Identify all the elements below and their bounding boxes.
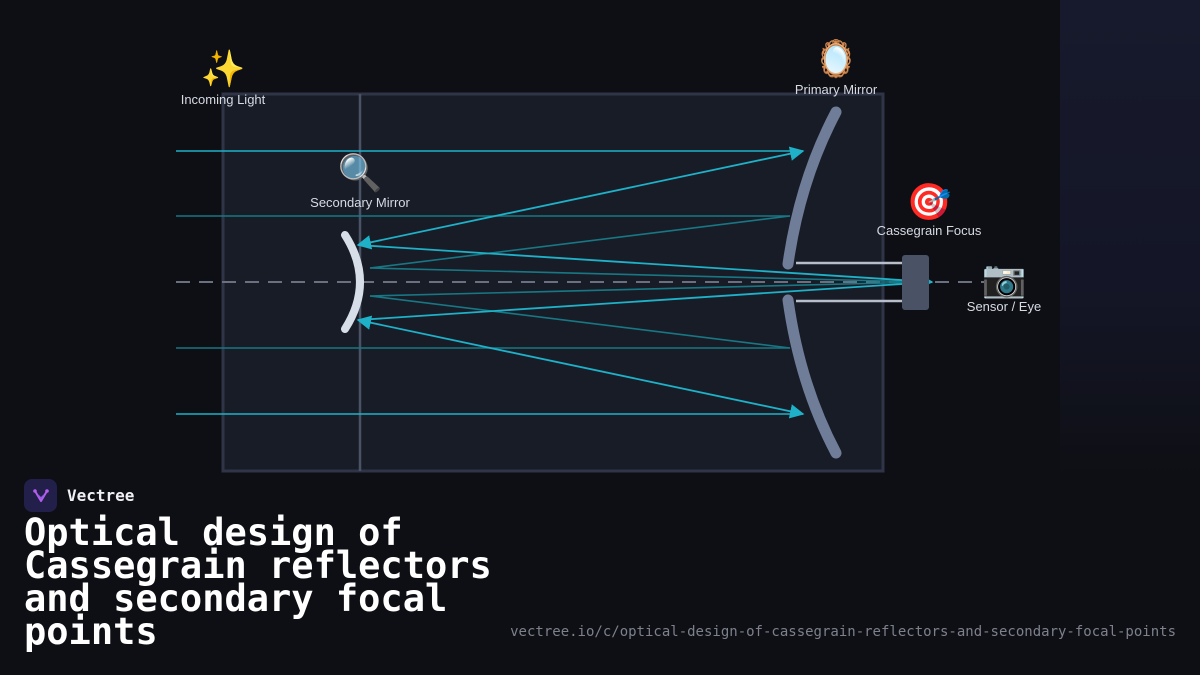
incoming-light-label: Incoming Light [180,92,266,107]
secondary-mirror [341,231,364,333]
page-url[interactable]: vectree.io/c/optical-design-of-cassegrai… [510,624,1176,640]
secondary-mirror-label: Secondary Mirror [310,195,410,210]
reflected-ray-outer-bottom [356,315,805,419]
sparkles-icon: ✨ [200,49,246,90]
cassegrain-focus-label: Cassegrain Focus [876,223,982,238]
focused-ray-outer-top [357,244,934,289]
target-icon: 🎯 [906,182,952,223]
primary-mirror-lower [782,294,842,459]
magnifier-icon: 🔍 [337,153,383,194]
mirror-icon: 🪞 [813,39,859,80]
camera-icon: 📷 [981,259,1027,300]
brand[interactable]: Vectree [24,479,134,512]
sensor-label: Sensor / Eye [966,299,1042,314]
primary-mirror-upper [782,106,842,270]
focused-ray-inner-bottom [369,281,926,297]
brand-name: Vectree [67,486,135,505]
focus-eyepiece-block [902,255,929,310]
primary-mirror-label: Primary Mirror [794,82,878,97]
focused-ray-outer-bottom [357,281,933,321]
page-title: Optical design of Cassegrain reflectors … [24,511,492,653]
vectree-logo-icon [24,479,57,512]
background-glow [1060,0,1200,480]
focused-ray-inner-top [369,267,926,283]
reflected-ray-outer-top [356,146,805,250]
